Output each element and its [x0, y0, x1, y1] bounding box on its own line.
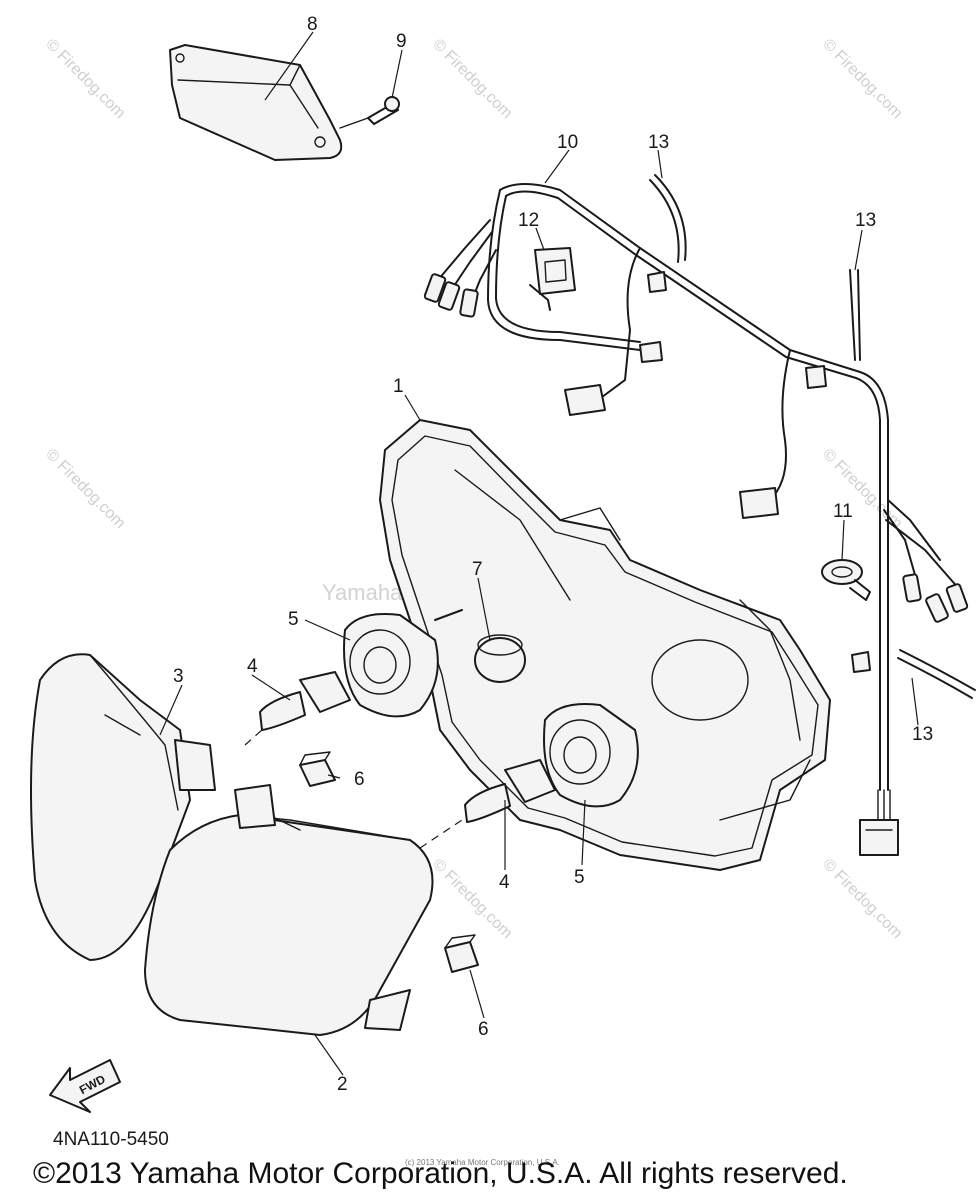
callout-13-lower: 13 — [912, 724, 933, 745]
part-6-damper-lower — [444, 934, 479, 973]
callout-13-top: 13 — [648, 132, 669, 153]
watermark: © Firedog.com — [42, 446, 128, 532]
part-8-cover — [169, 44, 343, 161]
callout-5-lower: 5 — [574, 867, 585, 888]
part-13-cable-ties — [649, 174, 976, 699]
part-6-damper-upper — [299, 751, 336, 787]
part-4-bulb-lower — [419, 759, 556, 849]
part-11-clamp — [821, 559, 871, 601]
callout-10: 10 — [557, 132, 578, 153]
watermark: © Firedog.com — [42, 36, 128, 122]
watermark: © Firedog.com — [819, 856, 905, 942]
callouts: 8 9 10 13 12 13 1 11 7 5 4 3 13 6 4 5 6 … — [173, 14, 933, 1095]
part-3-lens-upper — [30, 653, 216, 961]
callout-4-lower: 4 — [499, 872, 510, 893]
leader-lines — [159, 31, 919, 1076]
small-copyright: (c) 2013 Yamaha Motor Corporation, U.S.A… — [405, 1158, 560, 1167]
callout-2: 2 — [337, 1074, 348, 1095]
watermark: © Firedog.com — [819, 36, 905, 122]
callout-8: 8 — [307, 14, 318, 35]
copyright-notice: ©2013 Yamaha Motor Corporation, U.S.A. A… — [33, 1157, 848, 1190]
callout-11: 11 — [833, 501, 853, 522]
part-7-cap — [474, 634, 526, 683]
fwd-arrow: FWD — [49, 1059, 121, 1113]
callout-1: 1 — [393, 376, 404, 397]
callout-5-upper: 5 — [288, 609, 299, 630]
part-5-reflector-lower — [543, 703, 639, 808]
diagram-code: 4NA110-5450 — [53, 1129, 169, 1150]
part-10-wire-harness — [423, 183, 969, 856]
callout-6-lower: 6 — [478, 1019, 489, 1040]
callout-13-right: 13 — [855, 210, 876, 231]
callout-9: 9 — [396, 31, 407, 52]
watermark: © Firedog.com — [429, 856, 515, 942]
callout-3: 3 — [173, 666, 184, 687]
part-4-bulb-upper — [244, 671, 351, 746]
part-5-reflector-upper — [343, 609, 463, 718]
callout-7: 7 — [472, 559, 483, 580]
part-12-connector — [529, 247, 576, 311]
watermark: © Firedog.com — [429, 36, 515, 122]
part-2-lens-lower — [144, 784, 434, 1036]
callout-6-upper: 6 — [354, 769, 365, 790]
callout-12: 12 — [518, 210, 539, 231]
callout-4-upper: 4 — [247, 656, 258, 677]
part-9-screw — [339, 96, 400, 129]
